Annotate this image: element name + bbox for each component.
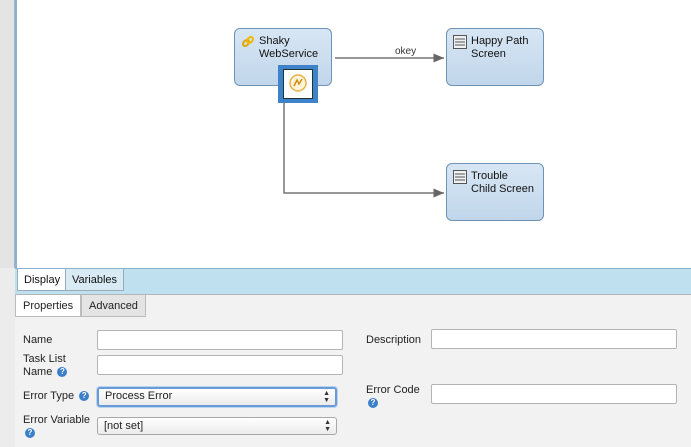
error-code-label: Error Code ? (366, 384, 420, 410)
help-icon[interactable]: ? (57, 367, 68, 378)
tab-variables[interactable]: Variables (65, 269, 125, 291)
error-code-field[interactable] (431, 384, 677, 404)
left-gutter (0, 0, 15, 268)
select-arrows-icon: ▲▼ (323, 390, 330, 404)
tab-properties[interactable]: Properties (15, 295, 82, 317)
help-icon[interactable]: ? (25, 428, 35, 439)
properties-panel: Properties Advanced Name Task List Name … (15, 294, 691, 447)
node-label: Shaky WebService (259, 35, 319, 60)
node-label: Happy Path Screen (471, 35, 529, 60)
link-icon (241, 35, 255, 49)
edge-error (283, 85, 444, 198)
error-type-value: Process Error (105, 390, 173, 402)
node-label: Trouble Child Screen (471, 170, 534, 195)
connection-lines (283, 53, 444, 198)
node-trouble-child-screen[interactable]: Trouble Child Screen (446, 163, 544, 221)
help-icon[interactable]: ? (368, 398, 378, 409)
screen-icon (453, 170, 467, 184)
error-type-label-text: Error Type (23, 390, 75, 402)
error-type-select[interactable]: Process Error ▲▼ (97, 387, 337, 407)
screen-icon (453, 35, 467, 49)
task-list-name-label-line1: Task List (23, 353, 66, 365)
name-label: Name (23, 334, 53, 346)
name-field[interactable] (97, 330, 343, 350)
error-variable-value: [not set] (104, 420, 144, 432)
flow-canvas[interactable]: Shaky WebService okey Happy Path Screen … (15, 0, 691, 268)
select-arrows-icon: ▲▼ (324, 419, 331, 433)
error-variable-label: Error Variable ? (23, 414, 90, 440)
error-type-label: Error Type ? (23, 390, 90, 403)
task-list-name-label-line2: Name (23, 366, 53, 378)
view-tab-strip: Display Variables (15, 268, 691, 295)
description-field[interactable] (431, 329, 677, 349)
tab-advanced[interactable]: Advanced (81, 295, 146, 317)
task-list-name-label: Task List Name ? (23, 353, 68, 379)
edge-label-okey: okey (395, 46, 417, 57)
tab-display[interactable]: Display (17, 269, 68, 291)
error-variable-select[interactable]: [not set] ▲▼ (97, 417, 337, 435)
node-happy-path-screen[interactable]: Happy Path Screen (446, 28, 544, 86)
error-code-label-text: Error Code (366, 384, 420, 396)
description-label: Description (366, 334, 422, 346)
task-list-name-field[interactable] (97, 355, 343, 375)
error-event-icon (288, 73, 308, 96)
help-icon[interactable]: ? (79, 391, 90, 402)
error-handler-port[interactable] (278, 65, 318, 103)
error-variable-label-text: Error Variable (23, 414, 91, 426)
